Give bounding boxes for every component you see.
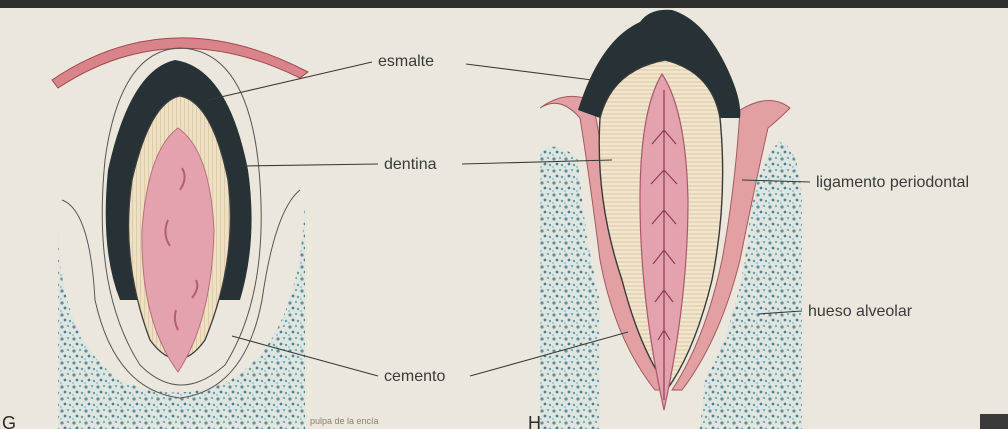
panel-letter-g: G xyxy=(2,413,16,429)
leader-esmalte-h xyxy=(466,64,592,80)
label-hueso-alveolar: hueso alveolar xyxy=(808,303,913,320)
panel-g-tooth-crypt xyxy=(52,38,308,429)
label-esmalte: esmalte xyxy=(378,53,434,70)
faint-caption: pulpa de la encía xyxy=(310,416,379,426)
label-ligamento-periodontal: ligamento periodontal xyxy=(816,174,969,191)
label-dentina: dentina xyxy=(384,156,437,173)
panel-h-erupting-tooth xyxy=(540,10,802,429)
corner-shadow xyxy=(980,414,1008,429)
label-cemento: cemento xyxy=(384,368,445,385)
top-page-edge xyxy=(0,0,1008,8)
leader-dentina-g xyxy=(240,164,378,166)
panel-letter-h: H xyxy=(528,413,541,429)
